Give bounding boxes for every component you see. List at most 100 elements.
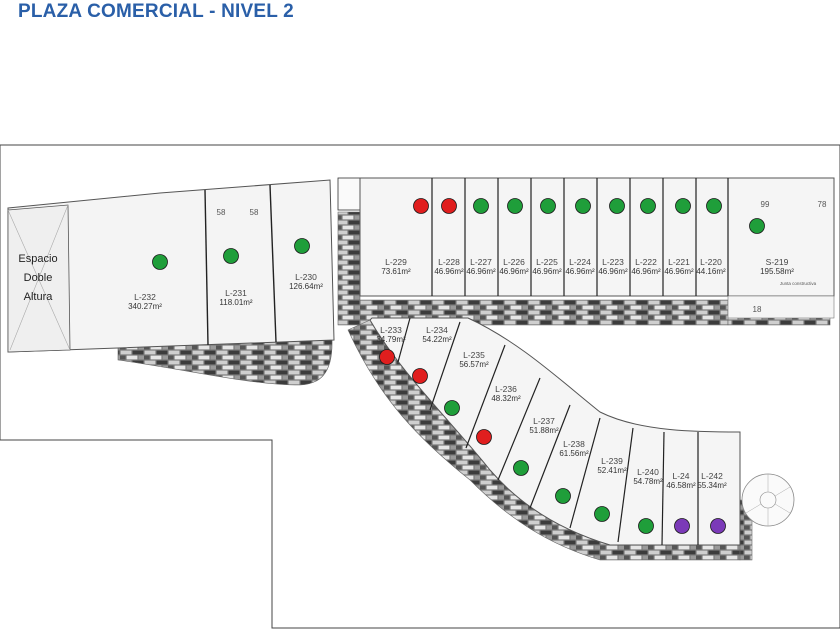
status-marker-available[interactable] (640, 198, 656, 214)
unit-area-label: 46.58m² (666, 481, 696, 490)
north-wing (337, 177, 835, 319)
unit-area-label: 44.16m² (696, 267, 726, 276)
dimension-99: 99 (761, 200, 770, 209)
dimension-58-b: 58 (250, 208, 259, 217)
west-wing (7, 179, 335, 353)
status-marker-available[interactable] (609, 198, 625, 214)
status-marker-available[interactable] (444, 400, 460, 416)
unit-id-label: L-228 (438, 257, 460, 267)
unit-area-label: 56.57m² (459, 360, 489, 369)
unit-id-label: L-238 (563, 439, 585, 449)
status-marker-available[interactable] (507, 198, 523, 214)
unit-id-label: L-230 (295, 272, 317, 282)
unit-area-label: 54.22m² (422, 335, 452, 344)
status-marker-available[interactable] (294, 238, 310, 254)
unit-id-label: L-224 (569, 257, 591, 267)
unit-area-label: 52.41m² (597, 466, 627, 475)
site-outline (0, 144, 840, 629)
unit-id-label: L-231 (225, 288, 247, 298)
unit-id-label: L-221 (668, 257, 690, 267)
unit-id-label: L-222 (635, 257, 657, 267)
unit-id-label: L-223 (602, 257, 624, 267)
unit-area-label: 51.88m² (529, 426, 559, 435)
status-marker-available[interactable] (594, 506, 610, 522)
unit-area-label: 46.96m² (466, 267, 496, 276)
status-marker-sold[interactable] (379, 349, 395, 365)
status-marker-available[interactable] (706, 198, 722, 214)
unit-area-label: 46.96m² (664, 267, 694, 276)
unit-area-label: 46.96m² (565, 267, 595, 276)
unit-id-label: L-233 (380, 325, 402, 335)
page-title: PLAZA COMERCIAL - NIVEL 2 (18, 1, 294, 22)
status-marker-available[interactable] (638, 518, 654, 534)
status-marker-reserved[interactable] (710, 518, 726, 534)
unit-id-label: L-236 (495, 384, 517, 394)
status-marker-reserved[interactable] (674, 518, 690, 534)
unit-id-label: L-24 (672, 471, 689, 481)
south-wing (369, 317, 741, 546)
unit-id-label: L-235 (463, 350, 485, 360)
unit-id-label: L-229 (385, 257, 407, 267)
unit-area-label: 126.64m² (289, 282, 323, 291)
junta-label: Junta constructiva (780, 281, 817, 286)
status-marker-available[interactable] (675, 198, 691, 214)
spiral-stair (741, 473, 795, 527)
dimension-78: 78 (818, 200, 827, 209)
unit-id-label: L-220 (700, 257, 722, 267)
status-marker-available[interactable] (575, 198, 591, 214)
status-marker-available[interactable] (749, 218, 765, 234)
unit-id-label: L-237 (533, 416, 555, 426)
unit-id-label: S-219 (766, 257, 789, 267)
dimension-18: 18 (753, 305, 762, 314)
unit-area-label: 73.61m² (381, 267, 411, 276)
status-marker-available[interactable] (223, 248, 239, 264)
status-marker-sold[interactable] (412, 368, 428, 384)
status-marker-available[interactable] (555, 488, 571, 504)
status-marker-available[interactable] (152, 254, 168, 270)
unit-area-label: 54.78m² (633, 477, 663, 486)
status-marker-sold[interactable] (476, 429, 492, 445)
unit-id-label: L-234 (426, 325, 448, 335)
unit-area-label: 46.96m² (434, 267, 464, 276)
unit-area-label: 61.56m² (559, 449, 589, 458)
espacio-line-3: Altura (24, 291, 54, 303)
status-marker-sold[interactable] (441, 198, 457, 214)
unit-id-label: L-242 (701, 471, 723, 481)
unit-area-label: 46.96m² (499, 267, 529, 276)
espacio-line-1: Espacio (18, 253, 57, 265)
unit-id-label: L-226 (503, 257, 525, 267)
unit-area-label: 34.79m² (376, 335, 406, 344)
status-marker-sold[interactable] (413, 198, 429, 214)
unit-area-label: 118.01m² (219, 298, 253, 307)
status-marker-available[interactable] (513, 460, 529, 476)
status-marker-available[interactable] (473, 198, 489, 214)
unit-area-label: 46.96m² (598, 267, 628, 276)
unit-id-label: L-232 (134, 292, 156, 302)
unit-id-label: L-240 (637, 467, 659, 477)
unit-area-label: 46.96m² (532, 267, 562, 276)
unit-id-label: L-225 (536, 257, 558, 267)
unit-id-label: L-239 (601, 456, 623, 466)
status-marker-available[interactable] (540, 198, 556, 214)
